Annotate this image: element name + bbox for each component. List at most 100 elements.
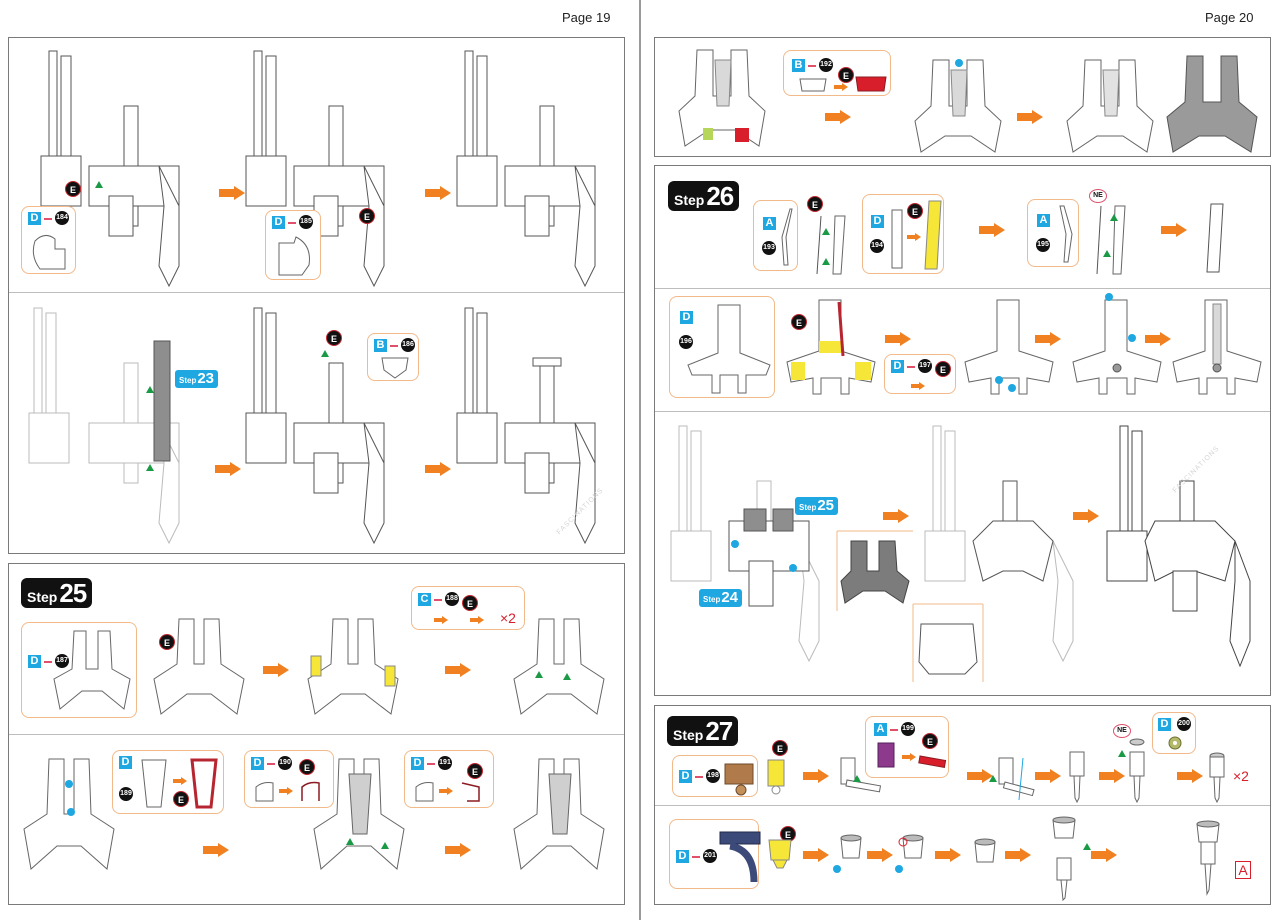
part-callout-190: D 190 E [244,750,334,808]
step-reference-24: Step 24 [699,589,743,607]
blue-dot [67,808,75,816]
frame-figure-5 [313,758,405,870]
small-arrow [279,787,293,795]
part-shape [278,236,310,276]
no-glue-tag: NE [1113,724,1131,738]
cylinder-figure-5 [1209,752,1225,804]
small-arrow [902,753,916,761]
part-shape-glued [918,755,947,768]
cup-figure-1 [840,834,862,859]
cylinder-figure-4 [1129,738,1145,804]
blue-dot [955,59,963,67]
next-arrow [445,843,471,857]
step-word: Step [673,727,704,743]
sheet-badge: D [411,757,424,770]
part-number: 200 [1177,717,1191,731]
robot-figure-7 [924,425,1074,663]
panel-step25: Step 25 D 187 E C 188 E ×2 D 189 E D [8,563,625,905]
glue-tag: E [838,67,854,83]
alignment-triangle [822,228,830,235]
part-callout-194: D 194 E [862,194,944,274]
cylinder-figure-3 [1069,751,1085,804]
next-arrow [1161,223,1187,237]
part-number: 193 [762,241,776,255]
step-ref-number: 24 [721,589,739,606]
cylinder-glued [767,759,785,795]
part-number: 197 [918,359,932,373]
step-ref-number: 25 [817,497,835,514]
step-reference-25: Step 25 [795,497,839,515]
next-arrow [935,848,961,862]
part-number: 194 [870,239,884,253]
alignment-triangle [1083,843,1091,850]
small-arrow [173,777,187,785]
blue-dot [1105,293,1113,301]
part-shape [1059,205,1073,263]
step-badge-26: Step 26 [668,181,740,211]
multiplier: ×2 [500,610,516,626]
small-arrow [834,83,848,91]
frame-figure-7 [678,49,766,147]
sheet-badge: D [891,360,904,373]
part-shape [687,304,771,394]
part-number: 185 [299,215,313,229]
next-arrow [445,663,471,677]
small-arrow [439,787,453,795]
sheet-badge: B [792,59,805,72]
part-shape [415,782,434,802]
next-arrow [1145,332,1171,346]
base-figure-4 [1172,299,1262,395]
next-arrow [1099,769,1125,783]
frame-figure-gray [1166,55,1258,153]
blue-dot [1008,384,1016,392]
part-number: 187 [55,654,69,668]
part-callout-200: D 200 [1152,712,1196,754]
small-arrow [907,233,921,241]
robot-figure-8 [1106,425,1251,668]
alignment-triangle [535,671,543,678]
panel-step25-cont: B 192 E [654,37,1271,157]
glue-tag: E [462,595,478,611]
glue-tag: E [359,208,375,224]
sheet-badge: D [251,757,264,770]
connector-dash [890,729,898,731]
step-number: 25 [59,578,87,608]
alignment-triangle [381,842,389,849]
strut-figure-2 [1096,205,1126,275]
step-reference-23: Step 23 [175,370,219,388]
page-number-left: Page 19 [562,10,611,25]
next-arrow [883,509,909,523]
next-arrow [1177,769,1203,783]
part-shape-glued [924,200,942,270]
part-callout-195: A 195 [1027,199,1079,267]
next-arrow [867,848,893,862]
cup-figure-3 [974,838,996,863]
part-number: 196 [679,335,693,349]
part-callout-198: D 198 [672,755,758,797]
glue-tag: E [907,203,923,219]
row-separator [655,411,1270,412]
part-callout-196: D 196 [669,296,775,398]
sheet-badge: D [676,850,689,863]
next-arrow [263,663,289,677]
robot-figure-3 [456,50,596,288]
row-separator [9,292,624,293]
panel-step27: Step 27 D 198 E A 199 E NE D 200 ×2 D [654,705,1271,905]
part-callout-191: D 191 E [404,750,494,808]
next-arrow [1035,332,1061,346]
part-shape-glued [190,758,218,809]
alignment-triangle [1110,214,1118,221]
panel-step24-cont: E D 184 E D 185 [8,37,625,554]
next-arrow [1017,110,1043,124]
part-number: 192 [819,58,833,72]
connector-dash [692,856,700,858]
part-callout-186: B 186 [367,333,419,381]
sheet-badge: B [374,339,387,352]
frame-figure-9 [1066,59,1154,153]
next-arrow [967,769,993,783]
robot-figure-5 [456,307,596,545]
blue-dot [995,376,1003,384]
alignment-triangle [1118,750,1126,757]
sheet-badge: D [680,311,693,324]
connector-dash [427,763,435,765]
